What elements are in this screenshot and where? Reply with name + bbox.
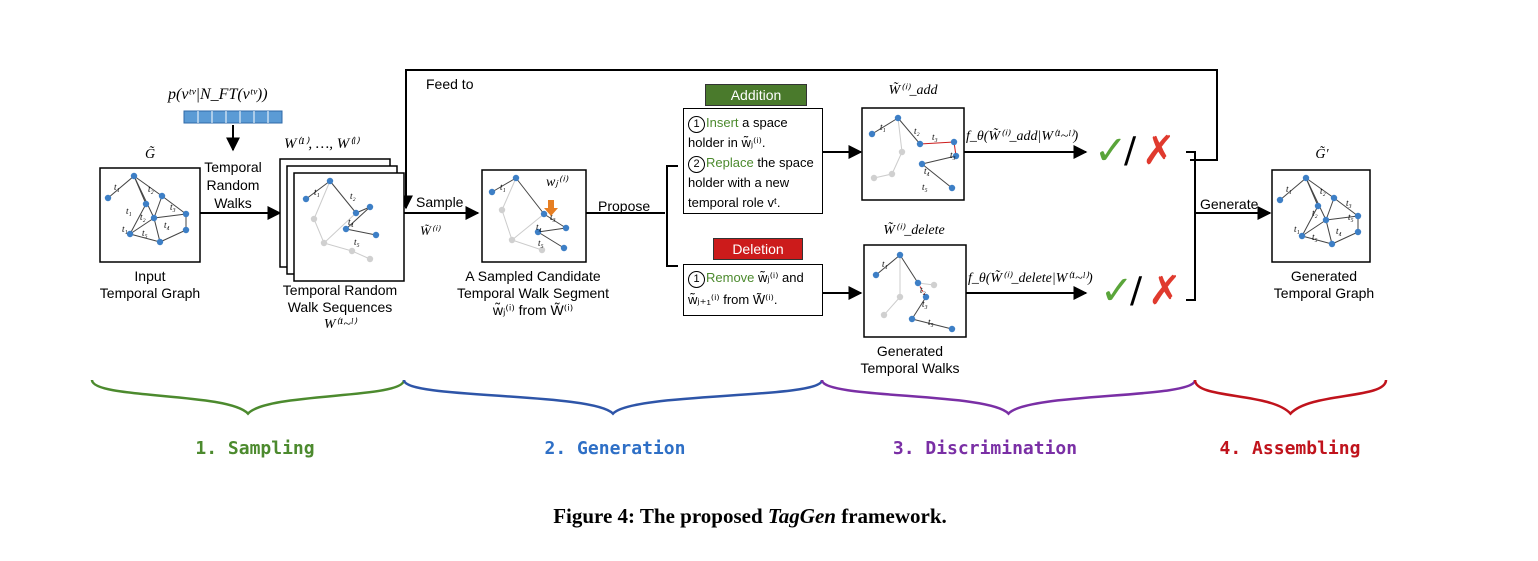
edge-label: t₁ [114,182,120,192]
walk-sequences-formula: W⁽¹⁾, …, W⁽ˡ⁾ [284,136,359,152]
edge-label: t₅ [1312,232,1318,242]
edge-label: t₅ [922,182,928,192]
edge-label: t₄ [164,220,170,230]
edge-label: t₁ [882,259,888,269]
delete-walk-frame [863,244,967,338]
addition-button[interactable]: Addition [705,84,807,106]
edge-label: t₅ [142,228,148,238]
stage-assembling-label: 4. Assembling [1219,438,1361,459]
sample-label: Sample [416,194,464,210]
verdict-slash-add: / [1124,130,1137,171]
replace-action: Replace [706,155,754,170]
deletion-button[interactable]: Deletion [713,238,803,260]
edge-label: t₂ [148,184,154,194]
assembling-brace [1193,379,1388,416]
edge-label: t₅ [928,317,934,327]
input-graph: t₁ t₂ t₃ t₁ t₂ t₄ t₅ t₁ [104,172,190,246]
sampling-brace [90,379,406,416]
edge-label: t₃ [950,150,956,160]
propose-bracket [666,165,678,267]
add-walk-graph: t₁ t₂ t₃ t₃ t₄ t₅ [868,114,960,192]
candidate-walk-frame [481,169,587,263]
stage-sampling-label: 1. Sampling [195,438,315,459]
add-walk-frame [861,107,965,201]
input-graph-caption: Input Temporal Graph [99,268,201,301]
add-discriminator-formula: f_θ(W̃⁽ⁱ⁾_add|W⁽¹~ˡ⁾) [966,129,1079,144]
assemble-bracket [1186,151,1196,301]
edge-label: t₂ [140,212,146,222]
edge-label: t₃ [932,132,938,142]
edge-label: t₅ [1348,212,1354,222]
verdict-slash-delete: / [1130,270,1143,311]
edge-label: t₁ [1286,184,1292,194]
generated-graph: t₁ t₂ t₃ t₂ t₅ t₄ t₅ t₁ [1276,174,1362,248]
temporal-random-walks-label: Temporal Random Walks [204,159,262,211]
add-walk-symbol: W̃⁽ⁱ⁾_add [888,83,938,98]
accept-check-icon-add: ✓ [1094,128,1128,174]
edge-label: t₁ [880,122,886,132]
reject-cross-icon-delete: ✗ [1148,268,1182,314]
stage-generation-label: 2. Generation [544,438,686,459]
feed-to-loop-arrow [399,69,1218,210]
generation-brace [402,379,824,416]
edge-label: t₁ [126,206,132,216]
edge-label: t₃ [922,299,928,309]
stage-braces [90,379,1388,416]
neighbor-probability-formula: p(vᵗᵛ|N_FT(vᵗᵛ)) [168,86,268,103]
edge-label: t₃ [1346,198,1352,208]
edge-label: t₁ [1294,224,1300,234]
edge-label: t₂ [914,126,920,136]
propose-label: Propose [598,198,651,214]
edge-label: t₄ [536,222,542,232]
edge-label: t₂ [350,191,356,201]
insert-action: Insert [706,115,739,130]
delete-walk-symbol: W̃⁽ⁱ⁾_delete [883,223,945,238]
generated-walks-caption: Generated Temporal Walks [860,343,960,376]
discrimination-brace [820,379,1197,416]
figure-caption: Figure 4: The proposed TagGen framework. [553,504,947,528]
edge-label: t₅ [538,238,544,248]
placeholder-walk-symbol: wⱼ⁽ⁱ⁾ [546,175,568,190]
accept-check-icon-delete: ✓ [1100,268,1134,314]
edge-label: t₄ [924,166,930,176]
edge-label: t₃ [550,212,556,222]
embedding-vector [183,110,283,124]
edge-label: t₁ [122,224,128,234]
walk-sequence-stack [279,158,405,282]
sampled-walk-symbol: W̃⁽ⁱ⁾ [420,223,440,238]
generated-graph-symbol: G̃′ [1315,147,1329,162]
generated-graph-frame [1271,169,1371,263]
candidate-walk-graph: t₁ t₃ t₄ t₅ [488,174,570,254]
reject-cross-icon-add: ✗ [1142,128,1176,174]
walk-sequences-caption: Temporal Random Walk Sequences W⁽¹~ˡ⁾ [282,282,398,332]
placeholder-arrow [544,200,558,216]
candidate-segment-caption: A Sampled Candidate Temporal Walk Segmen… [457,268,609,318]
edge-label: t₃ [170,202,176,212]
feed-to-label: Feed to [426,76,474,92]
input-graph-symbol: G̃ [144,147,156,162]
flow-arrows [200,69,1272,301]
edge-label: t₁ [500,182,506,192]
generated-graph-caption: Generated Temporal Graph [1273,268,1375,301]
edge-label: t₄ [348,217,354,227]
remove-action: Remove [706,270,755,285]
edge-label: t₅ [354,237,360,247]
edge-label: t₂ [1312,208,1318,218]
edge-label: t₁ [314,187,320,197]
edge-label: t₄ [1336,226,1342,236]
delete-discriminator-formula: f_θ(W̃⁽ⁱ⁾_delete|W⁽¹~ˡ⁾) [968,271,1093,286]
edge-label: t₂ [1320,186,1326,196]
edge-label: t₂ [920,285,926,295]
generate-label: Generate [1200,196,1259,212]
stage-discrimination-label: 3. Discrimination [892,438,1078,459]
